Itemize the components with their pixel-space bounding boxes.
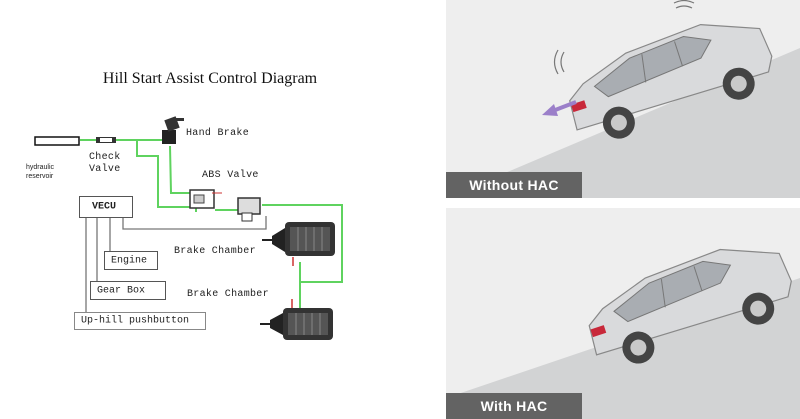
brake-chamber-1-icon: [262, 222, 335, 266]
vibration-marks: [553, 0, 695, 75]
diagram-lines: [34, 116, 343, 340]
hand-brake-label: Hand Brake: [186, 128, 250, 139]
hill-start-diagram: Hill Start Assist Control Diagram: [26, 70, 343, 340]
without-hac-panel: Without HAC: [446, 0, 800, 198]
with-hac-label: With HAC: [446, 393, 582, 419]
rollback-arrow-icon: [542, 100, 577, 116]
with-hac-illustration: [446, 248, 800, 419]
pushbutton-box: Up-hill pushbutton: [74, 312, 206, 330]
check-valve-label: Check Valve: [89, 152, 121, 175]
car-icon: [588, 248, 792, 364]
abs-valve-icon: [189, 189, 222, 209]
car-icon: [569, 23, 773, 139]
brake-chamber-1-label: Brake Chamber: [174, 246, 256, 257]
vecu-box: VECU: [79, 196, 133, 218]
reservoir-label: hydraulic reservoir: [26, 164, 55, 180]
abs-valve-label: ABS Valve: [202, 170, 259, 181]
check-valve-icon: [96, 137, 116, 143]
hand-brake-icon: [162, 116, 184, 144]
relay-valve-icon: [237, 197, 261, 222]
with-hac-panel: With HAC: [446, 208, 800, 419]
brake-chamber-2-label: Brake Chamber: [187, 289, 269, 300]
brake-chamber-2-icon: [260, 299, 333, 340]
diagram-title: Hill Start Assist Control Diagram: [102, 70, 318, 87]
without-hac-label: Without HAC: [446, 172, 582, 198]
gear-box-box: Gear Box: [90, 281, 166, 300]
reservoir-shape: [34, 136, 80, 146]
without-hac-illustration: [446, 0, 800, 198]
engine-box: Engine: [104, 251, 158, 270]
